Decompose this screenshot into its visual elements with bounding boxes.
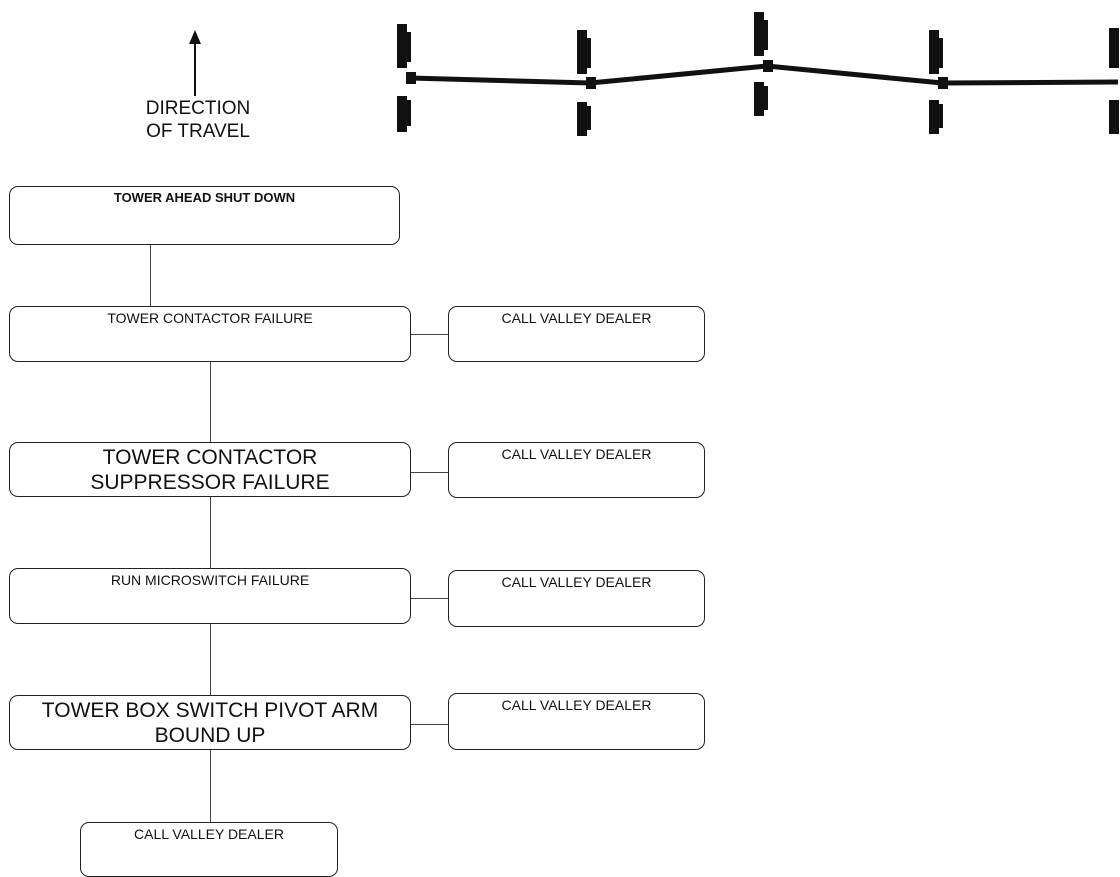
tower-spans-illustration <box>397 12 1119 136</box>
direction-of-travel-label: DIRECTION OF TRAVEL <box>118 97 278 143</box>
action-box-4: CALL VALLEY DEALER <box>448 693 705 750</box>
cause-box-4: TOWER BOX SWITCH PIVOT ARM BOUND UP <box>9 695 411 750</box>
action-box-1: CALL VALLEY DEALER <box>448 306 705 362</box>
connector <box>411 598 448 600</box>
direction-label-line2: OF TRAVEL <box>146 121 250 142</box>
direction-label-line1: DIRECTION <box>145 98 251 119</box>
action-label: CALL VALLEY DEALER <box>501 310 652 326</box>
connector <box>210 624 212 695</box>
final-action-label: CALL VALLEY DEALER <box>134 826 284 842</box>
connector <box>411 724 448 726</box>
cause-box-1: TOWER CONTACTOR FAILURE <box>9 306 411 362</box>
tower-1-icon <box>397 24 416 132</box>
connector <box>210 362 212 442</box>
connector <box>411 472 448 474</box>
action-label: CALL VALLEY DEALER <box>501 697 652 713</box>
connector <box>411 334 448 336</box>
tower-4-icon <box>929 30 948 134</box>
tower-5-icon <box>1109 28 1119 134</box>
direction-arrow-icon <box>189 30 201 96</box>
root-label: TOWER AHEAD SHUT DOWN <box>113 190 296 205</box>
tower-3-icon <box>754 12 773 116</box>
action-box-3: CALL VALLEY DEALER <box>448 570 705 627</box>
action-label: CALL VALLEY DEALER <box>501 446 652 462</box>
cause-label: TOWER BOX SWITCH PIVOT ARM BOUND UP <box>41 699 379 747</box>
cause-label: TOWER CONTACTOR FAILURE <box>107 310 313 326</box>
connector <box>210 497 212 568</box>
connector <box>210 750 212 822</box>
connector <box>150 245 152 306</box>
tower-2-icon <box>577 30 596 136</box>
action-label: CALL VALLEY DEALER <box>501 574 652 590</box>
root-box: TOWER AHEAD SHUT DOWN <box>9 186 400 245</box>
cause-box-3: RUN MICROSWITCH FAILURE <box>9 568 411 624</box>
cause-label: RUN MICROSWITCH FAILURE <box>110 572 310 588</box>
final-action-box: CALL VALLEY DEALER <box>80 822 338 877</box>
action-box-2: CALL VALLEY DEALER <box>448 442 705 498</box>
cause-label: TOWER CONTACTOR SUPPRESSOR FAILURE <box>90 446 330 494</box>
cause-box-2: TOWER CONTACTOR SUPPRESSOR FAILURE <box>9 442 411 497</box>
